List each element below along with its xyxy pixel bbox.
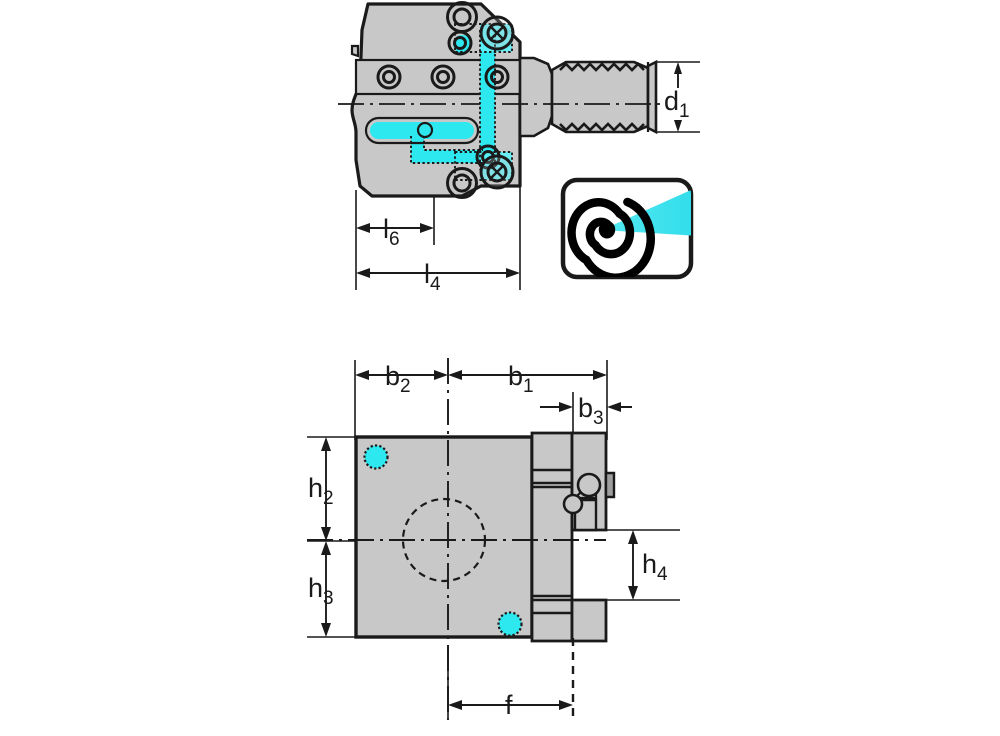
dimension-b1 bbox=[448, 370, 607, 380]
dimension-label-b3: b3 bbox=[578, 393, 604, 429]
dimension-label-h2: h2 bbox=[308, 473, 334, 509]
dimension-l4 bbox=[356, 268, 520, 278]
internal-coolant-icon bbox=[560, 177, 694, 280]
spiral-icon bbox=[567, 197, 655, 277]
coolant-slot-port bbox=[416, 121, 434, 139]
side-view-fasteners bbox=[376, 1, 515, 199]
dimension-label-h4: h4 bbox=[642, 549, 668, 585]
coolant-hole-lower bbox=[497, 611, 523, 637]
dimension-h3 bbox=[321, 541, 331, 637]
dimension-label-f: f bbox=[505, 690, 513, 720]
dimension-label-h3: h3 bbox=[308, 573, 334, 609]
front-view-side-tab bbox=[604, 471, 616, 499]
shank-thread-crests bbox=[559, 62, 645, 132]
dimension-label-d1: d1 bbox=[664, 86, 690, 122]
dimension-label-l6: l6 bbox=[383, 214, 400, 250]
front-view-main-block bbox=[354, 435, 534, 639]
front-view-middle-step bbox=[530, 431, 574, 643]
dimension-d1 bbox=[656, 61, 700, 133]
dimension-f bbox=[448, 700, 573, 710]
coolant-slot-outline bbox=[364, 116, 480, 145]
dimension-h2 bbox=[321, 437, 331, 541]
front-view-right-step-lower bbox=[570, 598, 608, 643]
side-view-left-notch bbox=[350, 44, 360, 58]
shank-body bbox=[518, 56, 554, 138]
front-view-group: b2 b1 b3 h2 h3 bbox=[307, 358, 680, 720]
dimension-label-l4: l4 bbox=[424, 259, 441, 295]
dimension-label-b1: b1 bbox=[508, 361, 534, 397]
front-view-middle-step-lines bbox=[532, 468, 572, 615]
dimension-label-b2: b2 bbox=[385, 361, 411, 397]
dimension-l6 bbox=[356, 223, 434, 233]
shank-thread-body bbox=[550, 60, 650, 134]
dimension-h4 bbox=[628, 530, 638, 600]
dimension-b2 bbox=[355, 370, 448, 380]
shank-end-flange bbox=[646, 59, 658, 135]
dimension-b3 bbox=[540, 402, 632, 412]
side-view-group: d1 l6 l4 bbox=[338, 1, 700, 295]
front-view-right-holes bbox=[562, 472, 602, 515]
coolant-hole-upper bbox=[363, 444, 389, 470]
